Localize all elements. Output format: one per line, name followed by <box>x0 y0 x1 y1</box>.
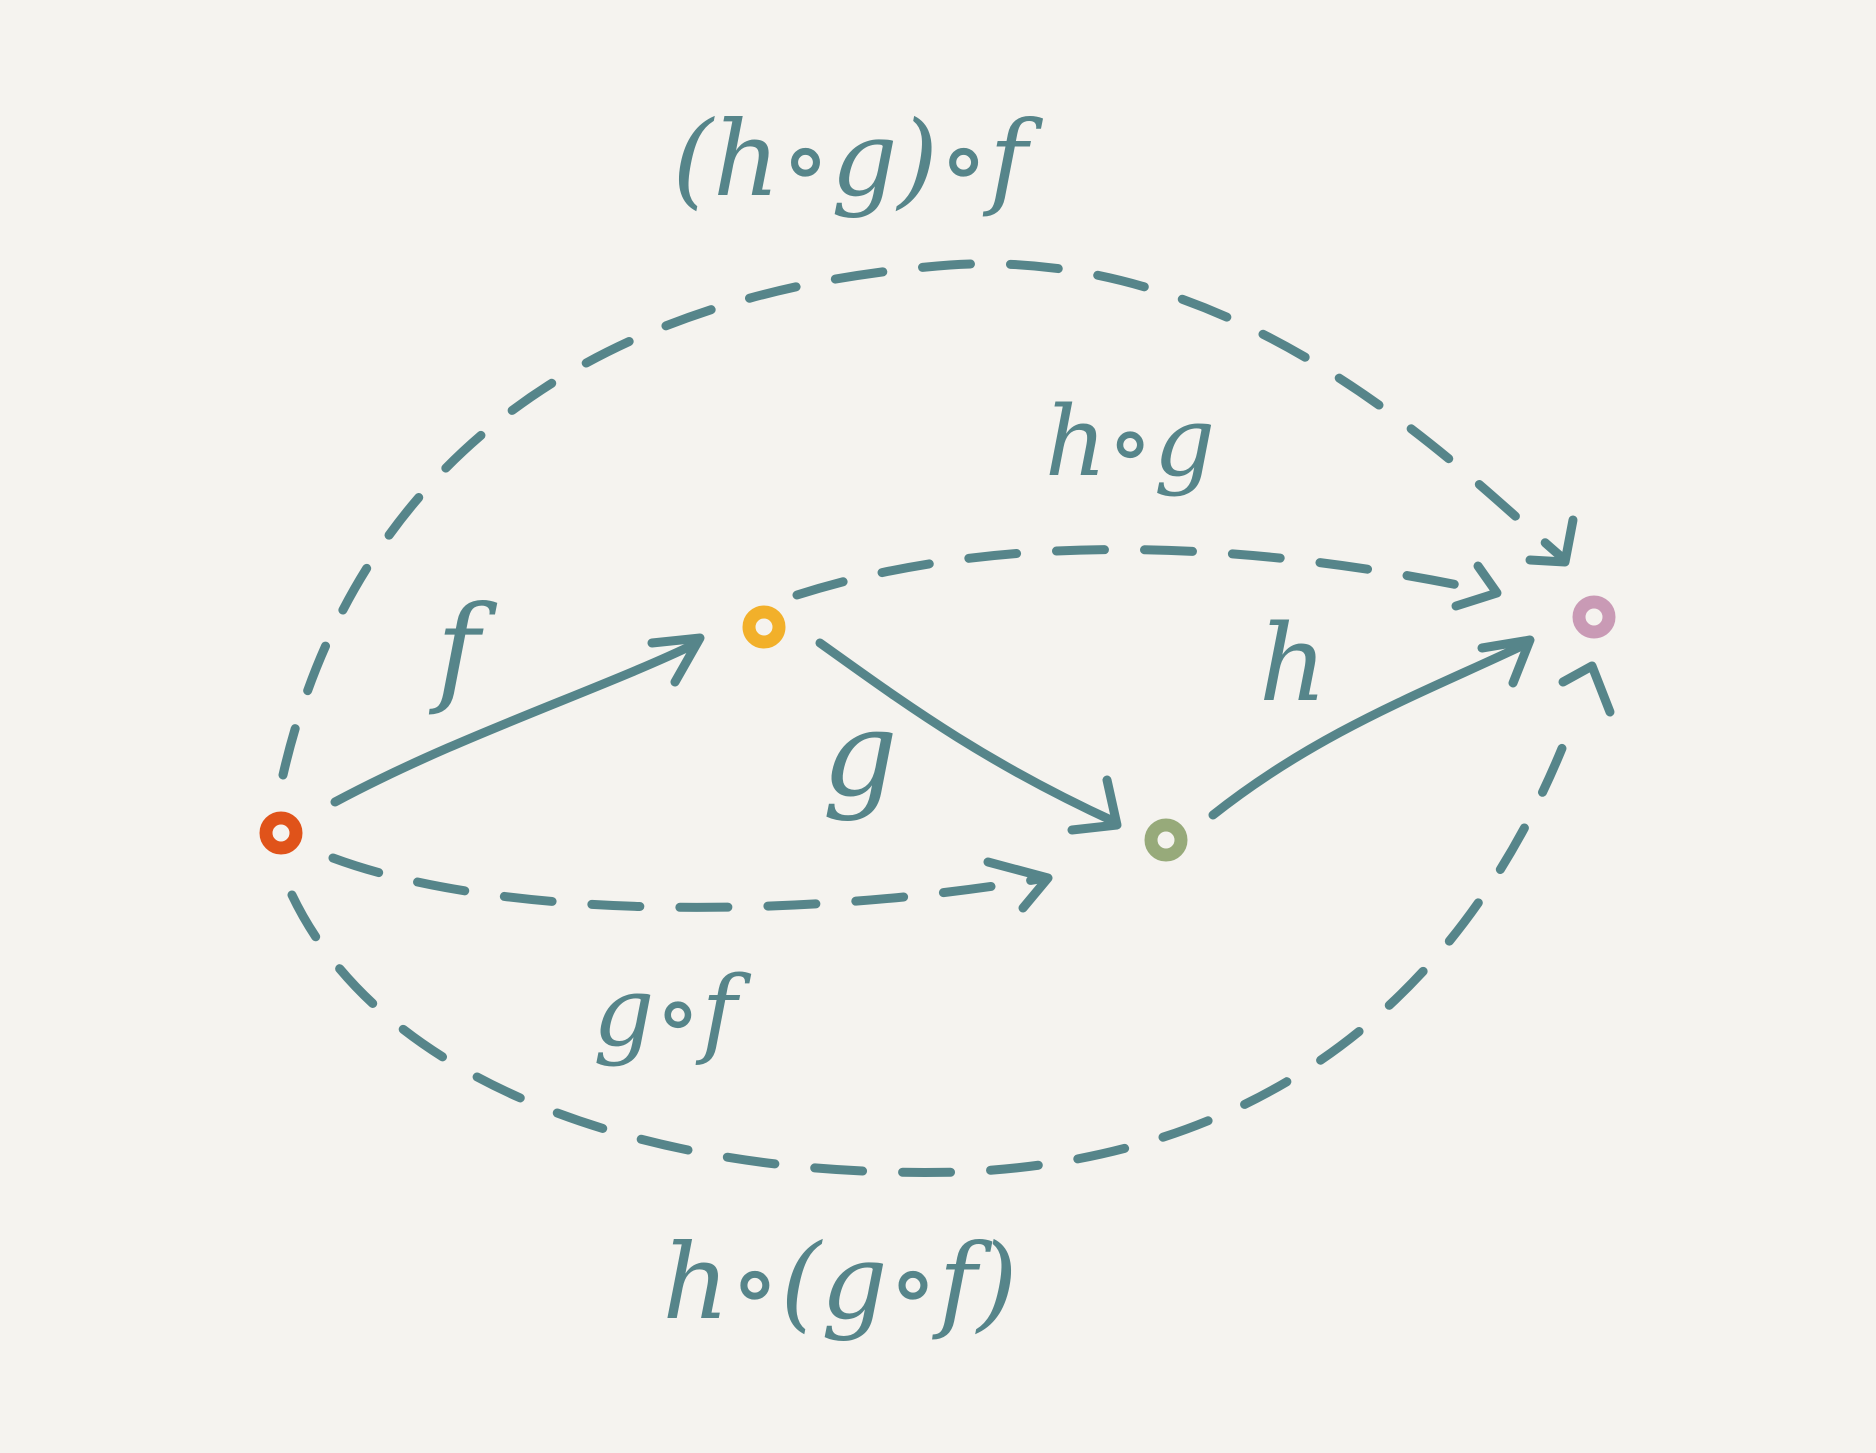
arrow-ho-gof <box>287 710 1580 1177</box>
arrow-hog-of <box>278 259 1570 780</box>
node-b <box>742 605 786 649</box>
node-a <box>259 811 303 855</box>
arrow-gof <box>328 853 1050 912</box>
arrow-f <box>330 638 702 807</box>
node-d <box>1572 595 1616 639</box>
label-ho-gof: h∘(g∘f) <box>662 1221 1017 1343</box>
arrow-hog-of-head <box>1525 515 1578 567</box>
label-hog: h∘g <box>1045 386 1215 498</box>
arrow-g-head <box>1067 775 1122 835</box>
label-gof: g∘f <box>593 956 752 1068</box>
label-hog-of: (h∘g)∘f <box>672 98 1043 220</box>
arrow-hog <box>792 545 1497 600</box>
arrow-hog-head <box>1451 561 1502 611</box>
label-f: f <box>428 580 498 718</box>
arrow-h-head <box>1477 635 1535 688</box>
arrow-gof-head <box>983 857 1053 913</box>
arrow-ho-gof-head <box>1558 661 1615 717</box>
arrow-g <box>815 638 1120 827</box>
label-g: g <box>822 685 898 823</box>
node-c <box>1144 818 1188 862</box>
arrow-h <box>1208 638 1533 820</box>
label-h: h <box>1259 602 1327 725</box>
arrow-f-head <box>647 633 705 687</box>
